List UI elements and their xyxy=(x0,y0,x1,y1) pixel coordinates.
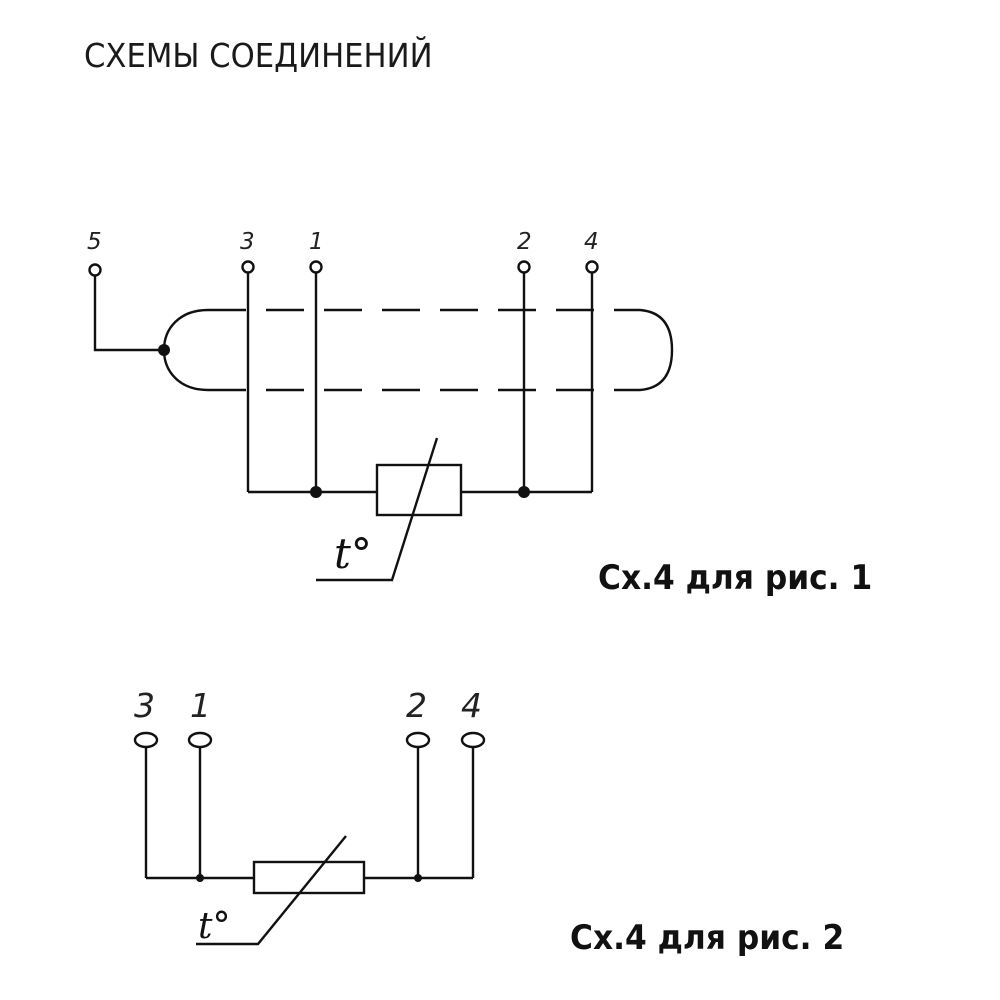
terminal-label-3: 3 xyxy=(134,686,155,725)
thermistor xyxy=(375,463,463,517)
thermistor-slash xyxy=(316,437,439,582)
terminal-label-3: 3 xyxy=(240,229,255,255)
junction-dot xyxy=(310,486,322,498)
terminal-label-1: 1 xyxy=(190,686,211,725)
page-title: СХЕМЫ СОЕДИНЕНИЙ xyxy=(84,36,433,75)
thermistor xyxy=(252,860,366,895)
terminal-1 xyxy=(309,260,323,274)
terminal-label-2: 2 xyxy=(406,686,427,725)
terminal-1 xyxy=(187,731,213,749)
ground-wire xyxy=(93,276,163,352)
terminal-label-4: 4 xyxy=(584,229,599,255)
terminal-label-4: 4 xyxy=(461,686,482,725)
diagram-1: 5 3 1 2 4 t° xyxy=(87,229,674,582)
terminal-2 xyxy=(405,731,431,749)
junction-dot xyxy=(518,486,530,498)
terminal-label-5: 5 xyxy=(87,229,102,255)
terminal-2 xyxy=(517,260,531,274)
thermistor-slash xyxy=(196,835,347,946)
diagram-1-caption: Сх.4 для рис. 1 xyxy=(598,558,873,598)
junction-dot xyxy=(414,874,422,882)
terminal-label-2: 2 xyxy=(517,229,532,255)
sheath-left-end xyxy=(162,308,209,392)
diagram-2-caption: Сх.4 для рис. 2 xyxy=(570,918,845,958)
terminal-4 xyxy=(460,731,486,749)
temperature-label: t° xyxy=(334,529,372,578)
terminal-5 xyxy=(88,263,102,277)
temperature-label: t° xyxy=(198,906,230,947)
junction-dot xyxy=(196,874,204,882)
terminal-3 xyxy=(241,260,255,274)
terminal-3 xyxy=(133,731,159,749)
diagram-2: 3 1 2 4 t° xyxy=(133,686,486,947)
sheath-right-end xyxy=(639,308,674,392)
terminal-label-1: 1 xyxy=(309,229,324,255)
terminal-4 xyxy=(585,260,599,274)
